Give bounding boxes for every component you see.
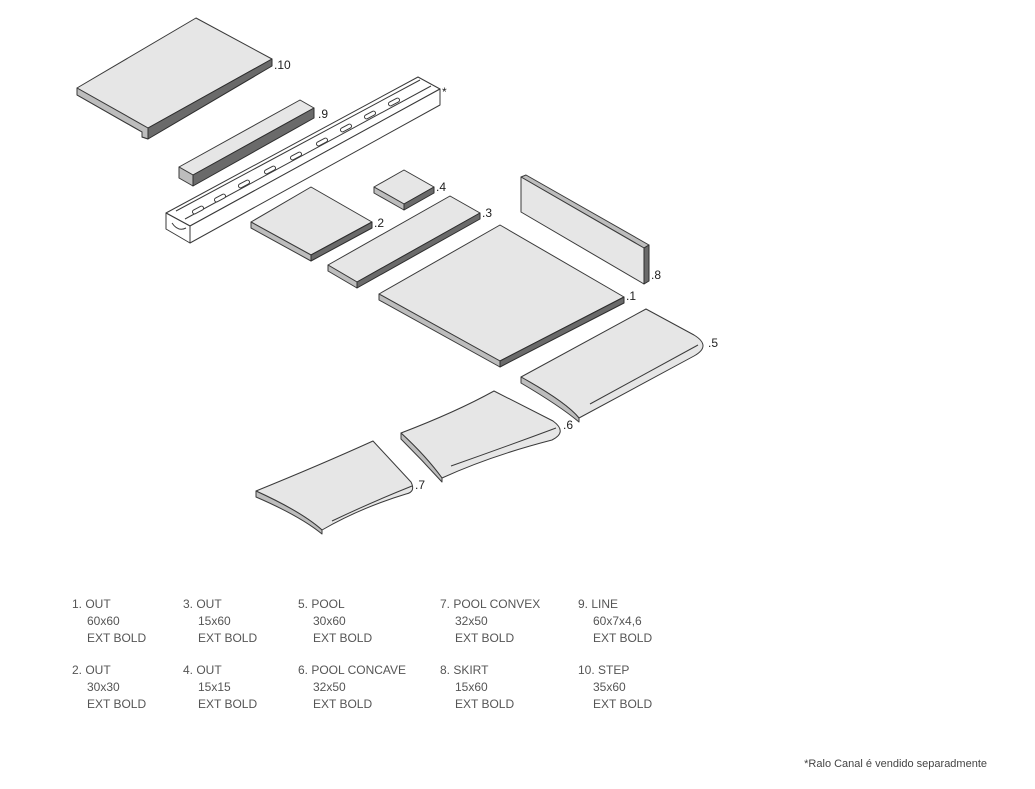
footnote: *Ralo Canal é vendido separadmente [804,758,987,770]
tile-pool-concave [400,390,561,483]
label-step: .10 [274,58,291,72]
tile-out-60x60 [378,224,625,368]
tile-step [76,17,273,140]
label-skirt: .8 [651,268,661,282]
drain-slots [191,97,401,215]
tile-skirt [520,174,650,285]
label-pool-concave: .6 [563,418,573,432]
label-channel: * [442,85,447,99]
label-out-15x60: .3 [482,206,492,220]
label-out-15x15: .4 [436,180,446,194]
tile-pool [520,308,704,423]
label-pool-convex: .7 [415,478,425,492]
label-pool: .5 [708,336,718,350]
label-out-30x30: .2 [374,216,384,230]
tile-out-15x15 [373,169,435,211]
label-line: .9 [318,107,328,121]
tile-line [178,99,315,187]
drain-channel [165,76,441,244]
label-out-60x60: .1 [626,289,636,303]
tile-out-30x30 [250,186,373,262]
tile-pool-convex [255,440,414,535]
tile-out-15x60 [327,195,481,289]
